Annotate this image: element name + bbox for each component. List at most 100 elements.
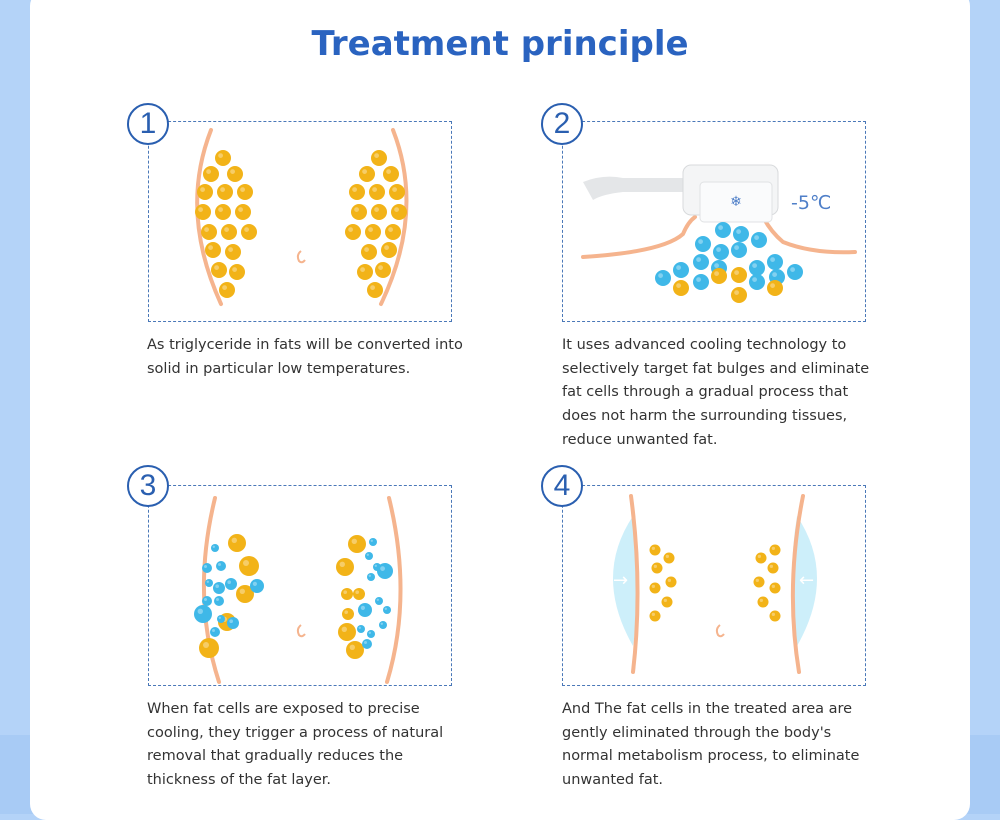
cell-highlight <box>718 225 723 230</box>
cell-highlight <box>218 153 223 158</box>
cell-highlight <box>752 263 757 268</box>
fat-cell <box>346 641 364 659</box>
cell-highlight <box>360 605 365 610</box>
fat-cell <box>369 184 385 200</box>
frozen-fat-cell <box>749 260 765 276</box>
frozen-fat-cell <box>377 563 393 579</box>
applicator-panel <box>699 181 773 223</box>
frozen-fat-cell <box>358 603 372 617</box>
cell-highlight <box>386 169 391 174</box>
navel-icon <box>296 250 306 264</box>
fat-cell <box>203 166 219 182</box>
fat-cell <box>665 576 677 588</box>
cell-highlight <box>204 227 209 232</box>
cell-highlight <box>344 610 348 614</box>
skin-contour <box>385 496 403 684</box>
cell-highlight <box>736 229 741 234</box>
cell-highlight <box>206 580 209 583</box>
fat-cell <box>199 638 219 658</box>
fat-cell <box>755 552 767 564</box>
fat-cell <box>228 534 246 552</box>
frozen-fat-cell <box>375 597 383 605</box>
cell-highlight <box>754 235 759 240</box>
cell-highlight <box>667 578 671 582</box>
cell-highlight <box>384 607 387 610</box>
fat-cell <box>239 556 259 576</box>
cell-highlight <box>771 546 775 550</box>
cell-highlight <box>230 169 235 174</box>
cell-highlight <box>229 619 233 623</box>
fat-cell <box>767 280 783 296</box>
frozen-fat-cell <box>369 538 377 546</box>
cell-highlight <box>238 207 243 212</box>
cell-highlight <box>343 590 347 594</box>
cell-highlight <box>222 285 227 290</box>
cell-highlight <box>339 561 345 567</box>
cell-highlight <box>220 187 225 192</box>
cell-highlight <box>790 267 795 272</box>
frozen-fat-cell <box>767 254 783 270</box>
fat-cell <box>225 244 241 260</box>
frozen-fat-cell <box>202 596 212 606</box>
cell-highlight <box>355 590 359 594</box>
cell-highlight <box>771 612 775 616</box>
fat-cell <box>361 244 377 260</box>
cell-highlight <box>215 584 219 588</box>
cell-highlight <box>771 584 775 588</box>
cell-highlight <box>676 283 681 288</box>
step-4-number: 4 <box>541 465 583 507</box>
content-card <box>30 0 970 820</box>
cell-highlight <box>232 267 237 272</box>
cell-highlight <box>368 574 371 577</box>
fat-cell <box>229 264 245 280</box>
fat-cell <box>219 282 235 298</box>
fat-cell <box>663 552 675 564</box>
cell-highlight <box>374 153 379 158</box>
navel-icon <box>296 624 306 638</box>
cell-highlight <box>341 626 347 632</box>
fat-cell <box>348 535 366 553</box>
frozen-fat-cell <box>216 561 226 571</box>
fat-cell <box>221 224 237 240</box>
fat-cell <box>349 184 365 200</box>
cell-highlight <box>204 598 207 601</box>
fat-cell <box>661 596 673 608</box>
cell-highlight <box>216 598 219 601</box>
cell-highlight <box>218 563 221 566</box>
cell-highlight <box>388 227 393 232</box>
cooling-pad <box>613 516 638 646</box>
cell-highlight <box>239 588 245 594</box>
frozen-fat-cell <box>693 274 709 290</box>
fat-cell <box>336 558 354 576</box>
fat-cell <box>365 224 381 240</box>
frozen-fat-cell <box>367 573 375 581</box>
step-4-description: And The fat cells in the treated area ar… <box>562 701 860 789</box>
cell-highlight <box>651 546 655 550</box>
frozen-fat-cell <box>655 270 671 286</box>
step-3-description: When fat cells are exposed to precise co… <box>147 701 444 789</box>
fat-cell <box>649 610 661 622</box>
fat-cell <box>381 242 397 258</box>
fat-cell <box>383 166 399 182</box>
fat-cell <box>235 204 251 220</box>
skin-contour <box>629 494 640 674</box>
frozen-fat-cell <box>227 617 239 629</box>
cell-highlight <box>370 539 373 542</box>
fat-cell <box>227 166 243 182</box>
frozen-fat-cell <box>367 630 375 638</box>
cell-highlight <box>653 564 657 568</box>
applicator-hose <box>583 176 683 200</box>
cell-highlight <box>665 554 669 558</box>
fat-cell <box>391 204 407 220</box>
step-1-illustration <box>148 121 452 322</box>
step-1-description: As triglyceride in fats will be converte… <box>147 337 463 377</box>
cell-highlight <box>714 271 719 276</box>
cell-highlight <box>348 227 353 232</box>
snowflake-icon: ❄ <box>730 194 742 210</box>
cell-highlight <box>755 578 759 582</box>
fat-cell <box>385 224 401 240</box>
fat-cell <box>711 268 727 284</box>
cell-highlight <box>214 265 219 270</box>
cell-highlight <box>212 545 215 548</box>
fat-cell <box>753 576 765 588</box>
